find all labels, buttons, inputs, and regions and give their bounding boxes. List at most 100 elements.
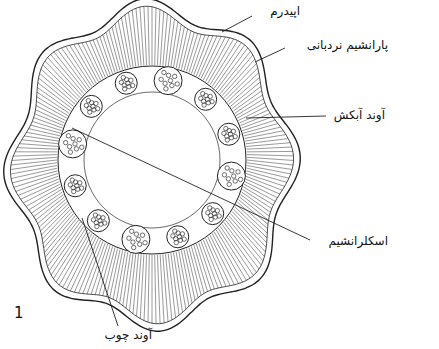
cell — [175, 82, 179, 86]
hatch-line — [241, 194, 270, 216]
vascular-bundle — [59, 130, 87, 158]
hatch-line — [246, 147, 291, 149]
hatch-line — [247, 157, 294, 160]
hatch-line — [238, 199, 268, 224]
cell — [93, 213, 97, 217]
inner-ring — [58, 66, 246, 254]
hatch-line — [86, 42, 103, 79]
cell — [103, 221, 107, 225]
cell — [180, 232, 184, 236]
cell — [78, 181, 82, 185]
cell — [73, 142, 77, 146]
hatch-line — [106, 249, 117, 297]
hatch-line — [11, 165, 58, 174]
hatch-line — [166, 16, 172, 66]
hatch-line — [40, 73, 76, 104]
cell — [94, 101, 98, 105]
hatch-line — [247, 151, 293, 152]
leader-line — [222, 16, 252, 32]
vascular-bundle — [115, 72, 137, 94]
hatch-line — [103, 248, 115, 296]
cell — [222, 173, 226, 177]
cell — [136, 237, 140, 241]
hatch-line — [83, 241, 103, 293]
hatch-line — [237, 103, 265, 118]
hatch-line — [54, 52, 86, 92]
hatch-line — [203, 240, 222, 287]
hatch-line — [29, 189, 62, 210]
bundle-outline — [87, 210, 109, 232]
hatch-line — [133, 254, 139, 314]
cell — [79, 186, 83, 190]
hatch-line — [17, 148, 57, 150]
hatch-line — [21, 182, 60, 200]
hatch-line — [125, 15, 133, 67]
hatch-line — [171, 253, 179, 315]
hatch-line — [35, 114, 64, 126]
hatch-line — [152, 255, 153, 323]
cell — [232, 174, 236, 178]
cell — [131, 240, 135, 244]
hatch-line — [100, 37, 113, 74]
vascular-bundle — [154, 67, 182, 95]
cell — [170, 83, 174, 87]
vascular-bundle — [64, 175, 86, 197]
epidermis-inner-line — [10, 6, 293, 324]
hatch-line — [220, 55, 253, 94]
hatch-line — [224, 63, 257, 97]
cell — [68, 183, 72, 187]
hatch-line — [246, 139, 289, 144]
hatch-line — [189, 34, 201, 72]
cell — [96, 215, 100, 219]
cell — [233, 134, 237, 138]
hatch-line — [15, 151, 57, 152]
hatch-line — [201, 36, 221, 78]
hatch-line — [152, 7, 153, 65]
hatch-line — [168, 19, 174, 66]
part-label: اسکلرانشیم — [328, 234, 388, 248]
hatch-line — [132, 10, 138, 66]
vascular-bundle — [202, 203, 224, 225]
hatch-line — [196, 244, 211, 290]
hatch-line — [140, 7, 144, 65]
cell — [182, 237, 186, 241]
cell — [202, 103, 206, 107]
cell — [127, 236, 131, 240]
hatch-line — [36, 101, 66, 118]
cell — [174, 240, 178, 244]
hatch-line — [194, 245, 208, 291]
hatch-line — [27, 132, 60, 138]
cell — [163, 81, 167, 85]
hatch-line — [208, 237, 230, 286]
cell — [222, 131, 226, 135]
bundle-outline — [218, 123, 240, 145]
hatch-line — [18, 179, 59, 196]
hatch-line — [128, 12, 135, 66]
palisade-hatching — [10, 6, 293, 323]
cell — [233, 179, 237, 183]
bundle-outline — [167, 226, 189, 248]
vascular-bundle — [167, 226, 189, 248]
hatch-line — [201, 241, 218, 288]
hatch-line — [189, 248, 201, 296]
hatch-line — [246, 143, 290, 147]
cell — [134, 232, 138, 236]
hatch-line — [39, 78, 74, 106]
cell — [176, 231, 180, 235]
cell — [124, 77, 128, 81]
cell — [173, 229, 177, 233]
hatch-line — [196, 36, 213, 76]
hatch-line — [160, 255, 164, 323]
hatch-line — [74, 44, 96, 83]
hatch-line — [237, 202, 267, 229]
hatch-line — [43, 211, 72, 243]
cell — [164, 87, 168, 91]
hatch-line — [16, 176, 59, 191]
cell — [95, 224, 99, 228]
bundle-outline — [59, 130, 87, 158]
hatch-line — [166, 254, 172, 320]
hatch-line — [148, 255, 149, 322]
part-label: پارانشیم نردبانی — [307, 38, 388, 52]
cell — [70, 178, 74, 182]
bundle-outline — [115, 72, 137, 94]
